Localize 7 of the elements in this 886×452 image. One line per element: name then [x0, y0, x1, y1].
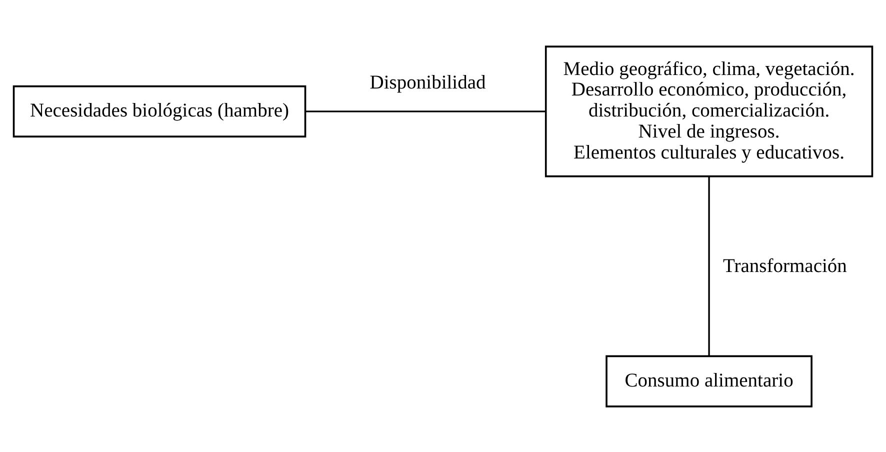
- node-box: Necesidades biológicas (hambre): [12, 84, 306, 137]
- node-box: Medio geográfico, clima, vegetación. Desarrollo económico, producción, distribución, comercialización. Nivel de ingresos. Elementos culturales y educativos.: [544, 45, 874, 177]
- connector: [305, 110, 546, 112]
- edge-label: Transformación: [722, 256, 847, 277]
- connector: [708, 176, 710, 356]
- node-box: Consumo alimentario: [606, 354, 812, 407]
- edge-label: Disponibilidad: [370, 72, 486, 94]
